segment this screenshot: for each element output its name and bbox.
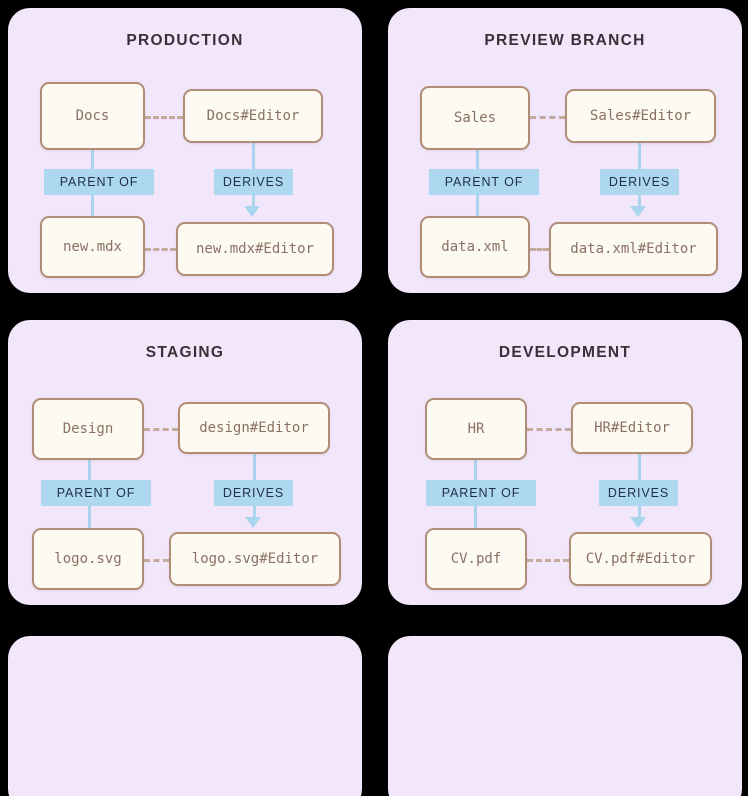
edge-derives-arrowhead-icon — [630, 517, 646, 528]
panel-title-development: DEVELOPMENT — [498, 344, 632, 361]
edge-dashed-top — [530, 116, 565, 119]
badge-parent-of: PARENT OF — [41, 480, 151, 506]
panel-preview-branch: PREVIEW BRANCH Sales Sales#Editor data.xml d… — [388, 8, 742, 293]
edge-dashed-bottom — [145, 248, 176, 251]
node-top-left[interactable]: Design — [32, 398, 144, 460]
node-top-left[interactable]: Sales — [420, 86, 530, 150]
panel-title-preview-branch: PREVIEW BRANCH — [484, 32, 646, 49]
edge-dashed-bottom — [530, 248, 549, 251]
edge-dashed-top — [145, 116, 183, 119]
node-top-right[interactable]: Docs#Editor — [183, 89, 323, 143]
node-bottom-left[interactable]: logo.svg — [32, 528, 144, 590]
edge-derives-arrowhead-icon — [630, 206, 646, 217]
badge-parent-of: PARENT OF — [426, 480, 536, 506]
node-bottom-right[interactable]: data.xml#Editor — [549, 222, 718, 276]
node-top-left[interactable]: HR — [425, 398, 527, 460]
badge-derives: DERIVES — [214, 169, 293, 195]
edge-dashed-bottom — [144, 559, 169, 562]
panel-empty-panel-left — [8, 636, 362, 796]
edge-dashed-top — [144, 428, 178, 431]
edge-dashed-bottom — [527, 559, 569, 562]
badge-derives: DERIVES — [214, 480, 293, 506]
panel-production: PRODUCTION Docs Docs#Editor new.mdx new.mdx#… — [8, 8, 362, 293]
badge-derives: DERIVES — [599, 480, 678, 506]
edge-derives-arrowhead-icon — [245, 517, 261, 528]
panel-staging: STAGING Design design#Editor logo.svg logo.s… — [8, 320, 362, 605]
node-bottom-right[interactable]: new.mdx#Editor — [176, 222, 334, 276]
panel-title-production: PRODUCTION — [126, 32, 244, 49]
graph-production: Docs Docs#Editor new.mdx new.mdx#Editor PARE… — [8, 8, 362, 293]
badge-derives: DERIVES — [600, 169, 679, 195]
panel-empty-panel-right — [388, 636, 742, 796]
graph-staging: Design design#Editor logo.svg logo.svg#Edit… — [8, 320, 362, 605]
edge-derives-arrowhead-icon — [244, 206, 260, 217]
node-bottom-left[interactable]: data.xml — [420, 216, 530, 278]
node-top-right[interactable]: Sales#Editor — [565, 89, 716, 143]
node-bottom-left[interactable]: new.mdx — [40, 216, 145, 278]
badge-parent-of: PARENT OF — [429, 169, 539, 195]
node-top-right[interactable]: HR#Editor — [571, 402, 693, 454]
node-bottom-right[interactable]: logo.svg#Editor — [169, 532, 341, 586]
badge-parent-of: PARENT OF — [44, 169, 154, 195]
node-top-right[interactable]: design#Editor — [178, 402, 330, 454]
node-bottom-left[interactable]: CV.pdf — [425, 528, 527, 590]
edge-dashed-top — [527, 428, 571, 431]
node-top-left[interactable]: Docs — [40, 82, 145, 150]
panel-title-staging: STAGING — [145, 344, 225, 361]
node-bottom-right[interactable]: CV.pdf#Editor — [569, 532, 712, 586]
graph-preview-branch: Sales Sales#Editor data.xml data.xml#Editor… — [388, 8, 742, 293]
